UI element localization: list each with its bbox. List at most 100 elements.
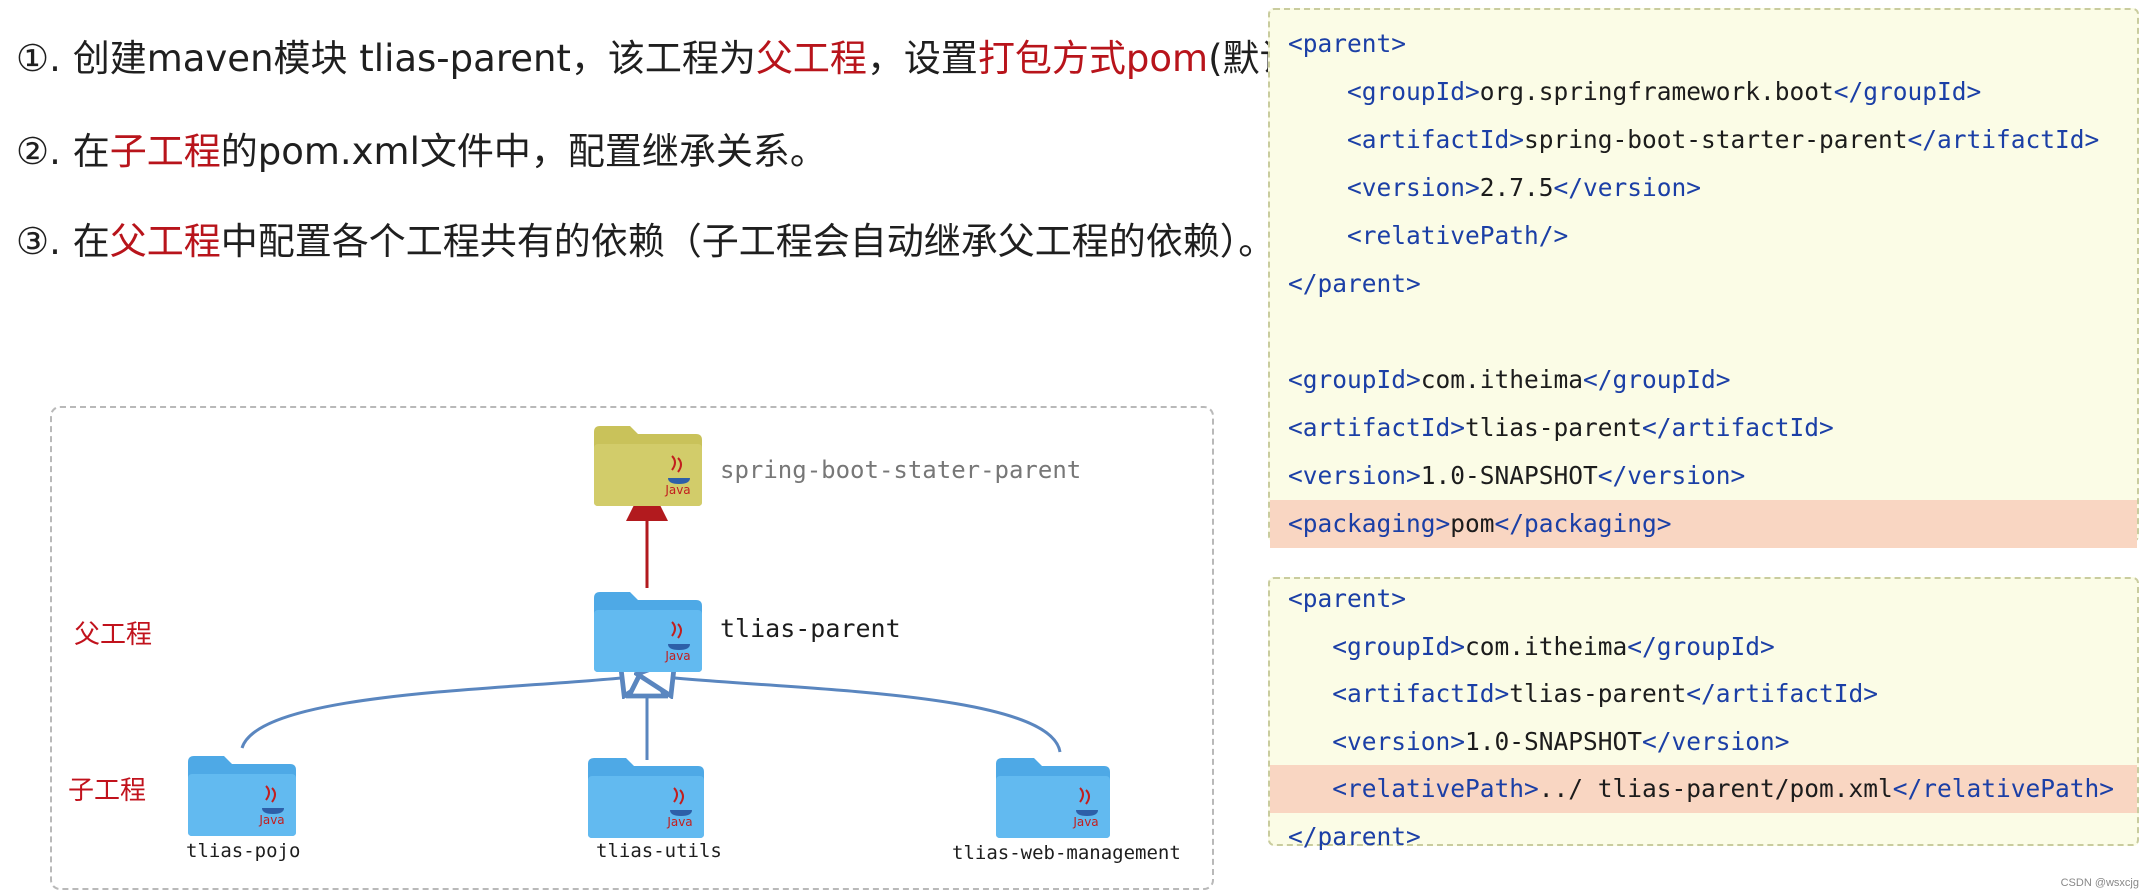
code-line: <parent> bbox=[1270, 20, 2137, 68]
xml-text: spring-boot-starter-parent bbox=[1524, 125, 1908, 154]
code-line: <groupId>org.springframework.boot</group… bbox=[1270, 68, 2137, 116]
xml-text bbox=[1288, 221, 1347, 250]
root-folder-icon: Java bbox=[592, 422, 704, 512]
step-highlight-text: 子工程 bbox=[109, 130, 221, 173]
xml-tag: <version> bbox=[1288, 461, 1421, 490]
xml-tag: </relativePath> bbox=[1892, 774, 2115, 803]
xml-text: com.itheima bbox=[1420, 365, 1584, 394]
code-line: </parent> bbox=[1270, 813, 2137, 861]
pojo-folder-icon: Java bbox=[186, 752, 298, 842]
arrow-pojo-to-parent bbox=[240, 676, 640, 749]
step-text: 创建maven模块 tlias-parent，该工程为 bbox=[60, 37, 756, 80]
code-line: <version>1.0-SNAPSHOT</version> bbox=[1270, 452, 2137, 500]
xml-tag: </version> bbox=[1642, 726, 1790, 756]
web-management-folder-icon: Java bbox=[994, 754, 1112, 844]
diagram-arrows bbox=[240, 479, 1062, 760]
xml-tag: <artifactId> bbox=[1347, 125, 1525, 154]
xml-text bbox=[1288, 727, 1332, 756]
xml-tag: <version> bbox=[1332, 726, 1466, 756]
utils-folder-label: tlias-utils bbox=[596, 840, 722, 862]
step-highlight-text: 父工程 bbox=[109, 220, 221, 263]
xml-text: org.springframework.boot bbox=[1479, 77, 1834, 106]
java-badge: Java bbox=[664, 483, 690, 497]
xml-text bbox=[1288, 125, 1347, 154]
xml-tag: <groupId> bbox=[1332, 631, 1466, 661]
xml-tag: <relativePath/> bbox=[1347, 221, 1569, 250]
xml-text: com.itheima bbox=[1465, 631, 1628, 661]
step-highlight-text: 父工程 bbox=[755, 37, 867, 80]
code-line: <version>1.0-SNAPSHOT</version> bbox=[1270, 718, 2137, 766]
step-number: ③. bbox=[16, 220, 61, 263]
xml-text bbox=[1288, 173, 1347, 202]
parent-pom-code-panel: <parent> <groupId>org.springframework.bo… bbox=[1268, 8, 2139, 548]
xml-tag: parent bbox=[1302, 29, 1392, 58]
xml-tag: </groupId> bbox=[1833, 77, 1982, 106]
xml-tag: </artifactId> bbox=[1686, 679, 1879, 708]
watermark: CSDN @wsxcjg bbox=[2060, 877, 2139, 889]
xml-text: tlias-parent bbox=[1509, 679, 1687, 708]
step-number: ②. bbox=[16, 130, 61, 173]
code-line: <relativePath>../ tlias-parent/pom.xml</… bbox=[1270, 765, 2137, 813]
xml-text bbox=[1288, 774, 1332, 803]
code-line: <groupId>com.itheima</groupId> bbox=[1270, 623, 2137, 671]
xml-text: 2.7.5 bbox=[1479, 173, 1554, 202]
xml-tag: </groupId> bbox=[1627, 631, 1775, 661]
step-3: ③. 在父工程中配置各个工程共有的依赖（子工程会自动继承父工程的依赖）。 bbox=[16, 211, 1275, 265]
root-folder-label: spring-boot-stater-parent bbox=[720, 456, 1082, 484]
step-highlight-text: 打包方式pom bbox=[977, 37, 1209, 80]
svg-text:Java: Java bbox=[1072, 815, 1098, 829]
xml-tag: </version> bbox=[1553, 173, 1702, 202]
pojo-folder-label: tlias-pojo bbox=[186, 840, 301, 862]
xml-tag: </parent> bbox=[1288, 821, 1421, 851]
step-text: 在 bbox=[60, 130, 110, 173]
parent-folder-icon: Java bbox=[592, 588, 704, 678]
xml-text bbox=[1288, 679, 1332, 708]
step-text: 在 bbox=[60, 220, 110, 263]
xml-tag: </parent> bbox=[1288, 269, 1421, 298]
xml-text: 1.0-SNAPSHOT bbox=[1465, 726, 1643, 756]
xml-text: 1.0-SNAPSHOT bbox=[1420, 461, 1598, 490]
svg-text:Java: Java bbox=[666, 815, 692, 829]
code-line: <artifactId>tlias-parent</artifactId> bbox=[1270, 670, 2137, 718]
xml-tag: <version> bbox=[1347, 173, 1480, 202]
child-group-label: 子工程 bbox=[68, 776, 147, 806]
code-line: <groupId>com.itheima</groupId> bbox=[1270, 356, 2137, 404]
xml-tag: > bbox=[1391, 29, 1407, 58]
svg-text:Java: Java bbox=[664, 649, 690, 663]
xml-text: ../ tlias-parent/pom.xml bbox=[1538, 774, 1893, 803]
xml-tag: </artifactId> bbox=[1642, 413, 1834, 442]
arrow-web-to-parent bbox=[655, 676, 1062, 753]
step-text: 中配置各个工程共有的依赖（子工程会自动继承父工程的依赖）。 bbox=[220, 220, 1276, 263]
xml-tag: </artifactId> bbox=[1907, 125, 2100, 154]
svg-text:Java: Java bbox=[258, 813, 284, 827]
code-line: <parent> bbox=[1270, 575, 2137, 623]
xml-tag: <groupId> bbox=[1288, 365, 1421, 394]
xml-tag: <artifactId> bbox=[1332, 679, 1510, 708]
xml-tag: </groupId> bbox=[1583, 365, 1731, 394]
xml-text: tlias-parent bbox=[1465, 413, 1643, 442]
code-line: </parent> bbox=[1270, 260, 2137, 308]
step-2: ②. 在子工程的pom.xml文件中，配置继承关系。 bbox=[16, 121, 827, 175]
xml-tag: <packaging> bbox=[1288, 509, 1451, 538]
code-line: <artifactId>tlias-parent</artifactId> bbox=[1270, 404, 2137, 452]
parent-group-label: 父工程 bbox=[74, 620, 153, 650]
xml-tag: <parent> bbox=[1288, 584, 1407, 613]
xml-text bbox=[1288, 77, 1347, 106]
xml-tag: </packaging> bbox=[1494, 509, 1672, 538]
step-number: ①. bbox=[16, 37, 61, 80]
code-line: <packaging>pom</packaging> bbox=[1270, 500, 2137, 548]
xml-tag: < bbox=[1288, 29, 1303, 58]
code-line: <artifactId>spring-boot-starter-parent</… bbox=[1270, 116, 2137, 164]
web-management-folder-label: tlias-web-management bbox=[952, 842, 1181, 864]
xml-tag: <groupId> bbox=[1347, 77, 1480, 106]
utils-folder-icon: Java bbox=[586, 754, 706, 844]
code-line bbox=[1270, 308, 2137, 356]
xml-text bbox=[1288, 632, 1332, 661]
xml-tag: <relativePath> bbox=[1332, 774, 1539, 803]
code-line: <version>2.7.5</version> bbox=[1270, 164, 2137, 212]
inheritance-diagram bbox=[50, 406, 1214, 890]
step-text: 的pom.xml文件中，配置继承关系。 bbox=[220, 130, 827, 173]
child-pom-code-panel: <parent> <groupId>com.itheima</groupId> … bbox=[1268, 575, 2139, 851]
code-line: <relativePath/> bbox=[1270, 212, 2137, 260]
parent-folder-label: tlias-parent bbox=[720, 614, 901, 643]
